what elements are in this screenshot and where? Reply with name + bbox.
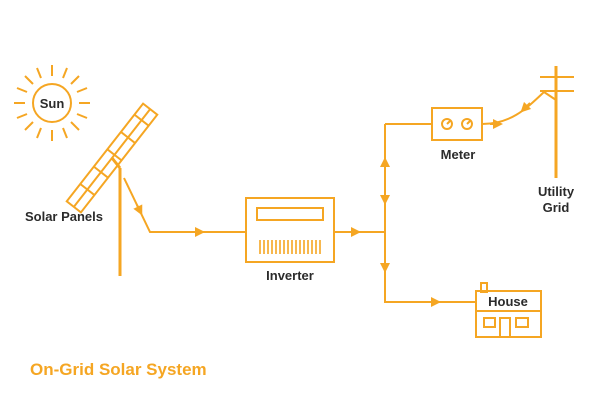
utility-label: Utility xyxy=(538,184,575,199)
diagram-caption: On-Grid Solar System xyxy=(30,360,207,379)
utility-pole-icon xyxy=(540,66,574,178)
house-label: House xyxy=(488,294,528,309)
distribution-wires xyxy=(334,123,476,307)
meter-to-grid-wire xyxy=(481,91,545,129)
solar-panel-icon xyxy=(65,102,159,276)
sun-icon xyxy=(14,65,90,141)
meter-label: Meter xyxy=(441,147,476,162)
solar-panels-label: Solar Panels xyxy=(25,209,103,224)
grid-label: Grid xyxy=(543,200,570,215)
house-icon xyxy=(475,282,542,338)
meter-icon xyxy=(431,107,483,141)
inverter-icon xyxy=(245,197,335,263)
panel-to-inverter-wire xyxy=(123,177,246,237)
sun-label: Sun xyxy=(40,96,65,111)
inverter-label: Inverter xyxy=(266,268,314,283)
